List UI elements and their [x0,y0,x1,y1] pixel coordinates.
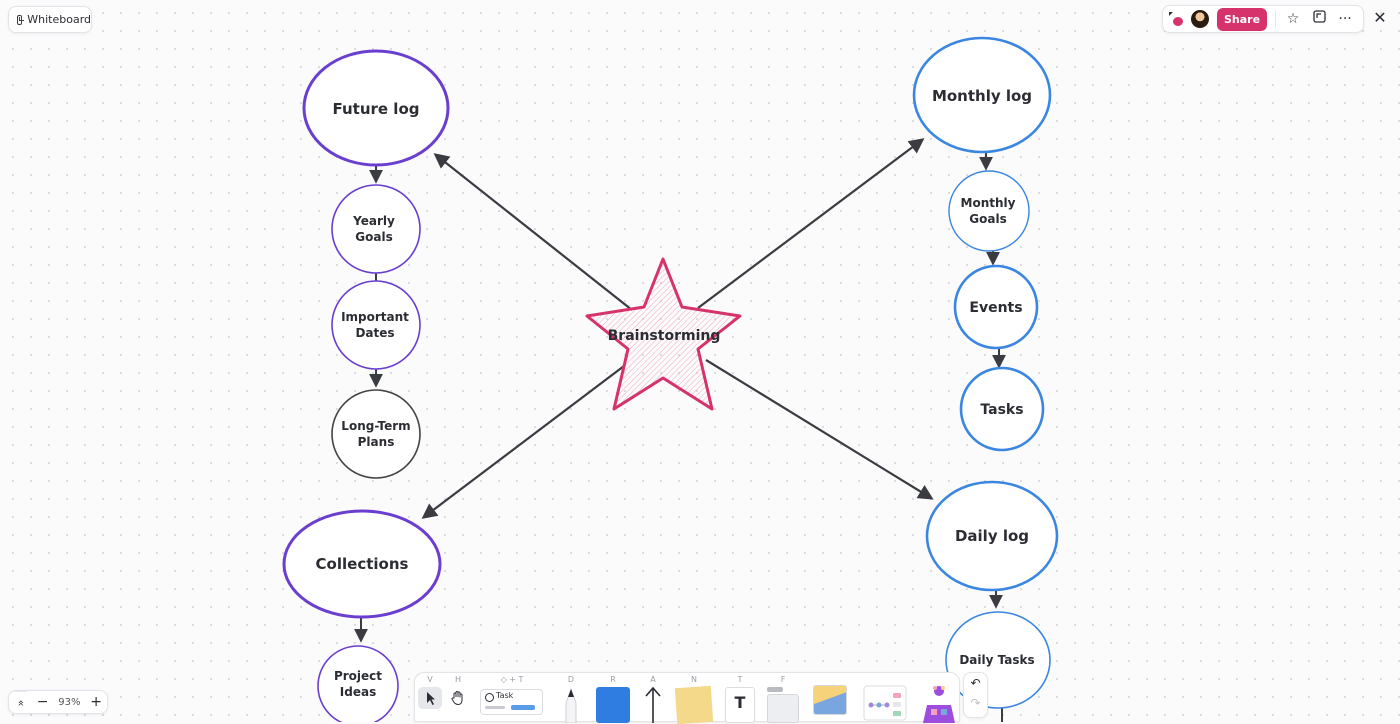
shortcut-key: H [454,675,461,684]
node-label: Brainstorming [608,328,721,344]
share-button[interactable]: Share [1217,7,1268,31]
whiteboard-icon [17,14,25,25]
select-tool[interactable]: V [417,673,443,723]
apps-icon [923,686,955,723]
node-label-line1: Monthly [961,196,1016,210]
board-title-button[interactable]: Whiteboard [8,6,92,33]
templates-icon [863,685,907,721]
node-daily-log[interactable]: Daily log [925,480,1059,592]
collapse-icon[interactable]: » [13,690,27,714]
shape-swatch [596,687,630,723]
node-label-line2: Dates [355,326,394,340]
shortcut-key: F [780,675,786,684]
cursor-icon [427,692,435,705]
arrow-to-future-log[interactable] [433,153,633,311]
arrow-up-icon [645,686,661,723]
text-icon: T [725,687,755,723]
close-button[interactable]: ✕ [1373,8,1387,27]
pen-tool[interactable]: D [557,673,585,723]
frame-icon [767,694,799,723]
node-daily-tasks[interactable]: Daily Tasks [945,611,1051,709]
zoom-in-button[interactable]: + [90,694,102,710]
node-monthly-log[interactable]: Monthly log [912,36,1052,154]
arrow-to-daily-log[interactable] [705,359,934,500]
user-avatar[interactable] [1191,10,1209,28]
star-shape [585,257,742,411]
node-label-line1: Long-Term [341,419,410,433]
zoom-level[interactable]: 93% [58,696,81,708]
sticky-note-swatch [674,685,714,724]
expand-icon[interactable] [1310,10,1328,28]
more-icon[interactable]: ··· [1338,11,1352,27]
zoom-out-button[interactable]: − [36,694,49,710]
node-tasks[interactable]: Tasks [959,366,1045,452]
image-tool[interactable] [811,673,849,723]
sticky-note-tool[interactable]: N [673,673,715,724]
frame-tool[interactable]: F [765,673,801,723]
templates-tool[interactable] [861,673,907,723]
shortcut-key: ◇ + T [500,675,524,684]
node-brainstorming[interactable]: Brainstorming [585,257,742,411]
divider [1275,11,1277,27]
node-label: Daily log [955,527,1029,545]
hand-tool[interactable]: H [445,673,471,723]
pen-icon [565,687,577,723]
shortcut-key: T [737,675,743,684]
bottom-toolbar: V H ◇ + T Task D R A N T T F [414,672,960,724]
node-label-line1: Project [334,669,382,683]
node-long-term-plans[interactable]: Long-Term Plans [331,389,421,479]
frame-tab [767,687,783,692]
node-project-ideas[interactable]: Project Ideas [317,645,399,722]
star-icon[interactable]: ☆ [1286,11,1300,27]
redo-icon[interactable]: ↷ [970,696,981,710]
shortcut-key: D [567,675,575,684]
shortcut-key: R [610,675,616,684]
node-label: Daily Tasks [959,653,1034,667]
node-label: Collections [316,555,409,573]
node-collections[interactable]: Collections [282,509,442,619]
history-controls: ↶ ↷ [963,672,988,718]
node-label-line2: Plans [358,435,395,449]
shortcut-key: A [650,675,656,684]
task-card-preview: Task [480,689,543,715]
select-tool-bg [418,687,442,709]
node-label: Future log [332,100,419,118]
node-events[interactable]: Events [953,264,1039,350]
shape-tool[interactable]: R [595,673,631,723]
node-yearly-goals[interactable]: Yearly Goals [331,184,421,274]
undo-icon[interactable]: ↶ [970,676,981,690]
zoom-controls: » − 93% + [8,690,108,714]
node-label-line1: Yearly [352,214,395,228]
task-label: Task [496,691,514,700]
ai-apps-tool[interactable] [917,673,959,723]
board-title: Whiteboard [27,13,91,26]
image-icon [813,685,847,715]
arrow-to-collections[interactable] [421,365,625,519]
node-label: Events [969,300,1022,316]
node-label-line2: Goals [355,230,392,244]
check-circle-icon [485,693,494,702]
top-right-toolbar: Share ☆ ··· [1162,5,1364,33]
arrow-tool[interactable]: A [639,673,667,723]
node-important-dates[interactable]: Important Dates [331,280,421,370]
comments-avatar-icon[interactable] [1169,12,1183,26]
text-tool[interactable]: T T [723,673,757,723]
hand-icon [451,690,463,706]
arrow-to-monthly-log[interactable] [697,138,925,309]
shortcut-key: N [691,675,697,684]
node-label-line2: Ideas [340,685,376,699]
shortcut-key: V [427,675,433,684]
node-label: Tasks [980,402,1023,418]
node-label: Monthly log [932,87,1032,105]
task-tool[interactable]: ◇ + T Task [477,673,547,723]
node-label-line1: Important [341,310,409,324]
node-label-line2: Goals [969,212,1006,226]
task-bar-grey [485,706,505,709]
task-bar-blue [511,705,535,710]
node-future-log[interactable]: Future log [302,49,450,167]
node-monthly-goals[interactable]: Monthly Goals [948,170,1030,252]
